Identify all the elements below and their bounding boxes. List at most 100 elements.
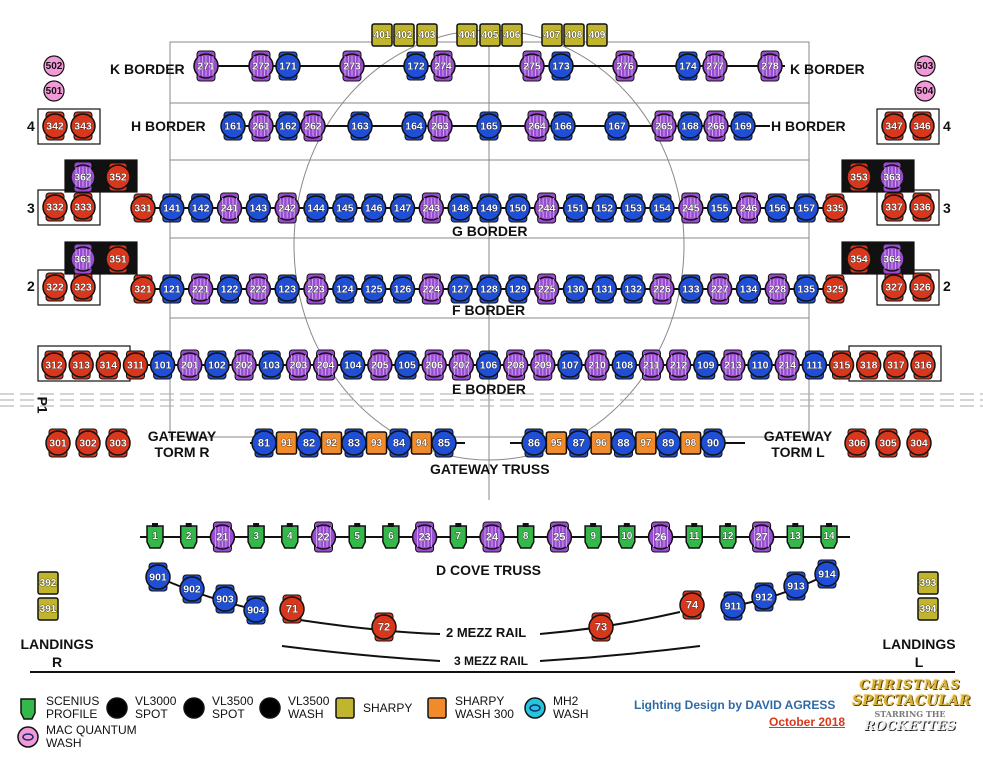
fixture-number: 91 (281, 438, 293, 449)
fixture-number: 205 (371, 360, 389, 372)
fixture-number: 98 (685, 438, 697, 449)
spot5-head (105, 430, 131, 456)
fixture-number: 164 (405, 121, 423, 133)
fixture-number: 107 (561, 360, 579, 372)
fixture-number: 13 (790, 531, 802, 542)
fixture-226: 226 (649, 273, 675, 305)
fixture-312: 312 (41, 350, 67, 380)
arc-pipe-left (159, 577, 259, 611)
fixture-number: 325 (826, 284, 844, 296)
fixture-6: 6 (382, 523, 400, 549)
fixture-392: 392 (37, 571, 59, 595)
spot3-head (730, 113, 756, 139)
spot5-head (42, 194, 68, 220)
profile-body (516, 525, 535, 549)
fixture-number: 305 (879, 438, 897, 450)
fixture-401: 401 (371, 23, 393, 47)
fixture-8: 8 (516, 523, 535, 549)
fixture-246: 246 (735, 192, 762, 224)
legend-vl3000: VL3000 SPOT (105, 694, 176, 722)
spot5-head (846, 164, 872, 190)
fixture-number: 168 (681, 121, 699, 133)
fixture-number: 128 (480, 284, 498, 296)
fixture-number: 314 (100, 360, 118, 372)
spot3-head (212, 586, 238, 612)
fixture-number: 901 (149, 572, 167, 584)
quantum-head (914, 80, 936, 102)
fixture-2: 2 (179, 523, 198, 549)
fixture-number: 227 (711, 284, 729, 296)
fixture-number: 405 (482, 30, 499, 41)
fixture-number: 346 (913, 121, 931, 133)
fixture-391: 391 (37, 597, 59, 621)
fixture-number: 135 (797, 284, 815, 296)
fixture-315: 315 (828, 350, 855, 380)
fixture-336: 336 (909, 192, 935, 222)
fixture-number: 124 (336, 284, 354, 296)
fixture-264: 264 (524, 110, 550, 142)
fixture-172: 172 (403, 51, 429, 81)
fixture-number: 318 (860, 360, 878, 372)
fixture-135: 135 (793, 274, 819, 304)
legend-profile-label: SCENIUS PROFILE (46, 694, 100, 721)
fixture-84: 84 (386, 428, 412, 458)
fixture-92: 92 (320, 431, 343, 455)
fixture-number: 273 (343, 61, 361, 73)
k-border-left-label: K BORDER (110, 61, 185, 77)
sharpy-body (393, 23, 415, 47)
spot3-head (700, 430, 726, 456)
fixture-number: 144 (307, 203, 325, 215)
boom-4-right-box (876, 108, 940, 145)
sharpy-body (456, 23, 478, 47)
fixture-262: 262 (300, 110, 326, 142)
spot3-head (179, 576, 205, 602)
fixture-352: 352 (105, 162, 131, 192)
spot3-head (149, 352, 176, 378)
spot5-head (883, 352, 909, 378)
fixture-number: 12 (722, 531, 734, 542)
fixture-number: 97 (640, 438, 652, 449)
profile-body (820, 525, 838, 549)
fixture-23: 23 (411, 521, 438, 553)
fixture-143: 143 (245, 193, 272, 223)
fixture-number: 347 (885, 121, 903, 133)
fixture-number: 903 (216, 594, 234, 606)
fixture-223: 223 (303, 273, 329, 305)
boom-3-left-label: 3 (27, 200, 35, 216)
fixture-number: 89 (662, 438, 674, 450)
profile-body (786, 525, 805, 549)
legend-swatch (335, 697, 355, 719)
sharpy-body (416, 23, 438, 47)
fixture-number: 142 (192, 203, 210, 215)
mezz3-rail-left (281, 645, 441, 662)
fixture-number: 262 (304, 121, 322, 133)
spot5-head (875, 430, 901, 456)
fixture-125: 125 (360, 274, 387, 304)
fixture-210: 210 (584, 349, 610, 381)
fixture-number: 127 (451, 284, 469, 296)
fixture-number: 134 (740, 284, 758, 296)
fixture-number: 904 (247, 605, 265, 617)
fixture-13: 13 (786, 523, 805, 549)
fixture-914: 914 (814, 559, 840, 589)
legend-swatch (524, 697, 546, 719)
spot3-head (505, 195, 531, 221)
fixture-number: 3 (253, 531, 259, 542)
fixture-501: 501 (43, 80, 65, 102)
fixture-number: 242 (278, 203, 296, 215)
fixture-147: 147 (389, 193, 416, 223)
profile-tab (522, 523, 529, 527)
spot3-head (274, 276, 300, 302)
spot3-head (793, 195, 819, 221)
fixture-number: 2 (186, 531, 192, 542)
spot3-head (159, 195, 185, 221)
fixture-number: 208 (507, 360, 525, 372)
fixture-404: 404 (456, 23, 478, 47)
fixture-74: 74 (679, 590, 705, 620)
fixture-305: 305 (875, 428, 901, 458)
fixture-number: 337 (885, 202, 903, 214)
sharpy-body (563, 23, 585, 47)
fixture-111: 111 (801, 350, 828, 380)
fixture-number: 101 (154, 360, 172, 372)
h-border-right-label: H BORDER (771, 118, 846, 134)
